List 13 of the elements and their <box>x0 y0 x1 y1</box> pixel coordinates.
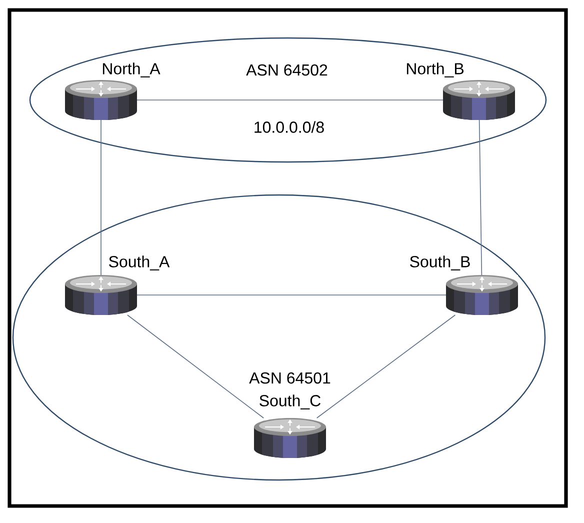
router-label: South_C <box>260 394 321 410</box>
area-label: 10.0.0.0/8 <box>254 121 324 133</box>
router-label: North_A <box>102 62 160 78</box>
link-line <box>127 314 264 418</box>
router-label: South_B <box>410 256 470 270</box>
router-label: South_A <box>109 256 170 270</box>
area-label: ASN 64501 <box>249 372 330 384</box>
router-label: North_B <box>406 62 464 78</box>
link-line <box>316 314 456 418</box>
link-line <box>478 120 482 276</box>
link-line <box>136 294 446 296</box>
link-line <box>100 120 102 276</box>
area-label: ASN 64502 <box>246 64 328 76</box>
